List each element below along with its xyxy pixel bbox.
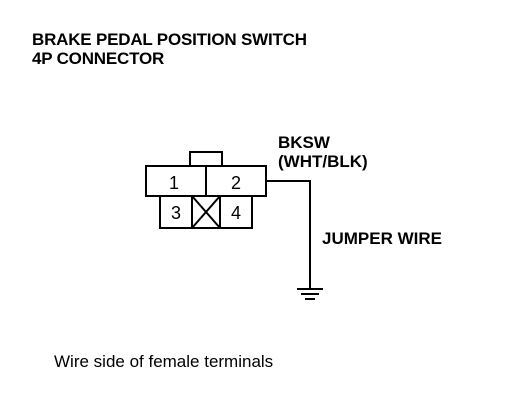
pin-2-label: 2	[231, 173, 241, 193]
title-line-1: BRAKE PEDAL POSITION SWITCH	[32, 30, 307, 49]
wire-color-label: (WHT/BLK)	[278, 152, 368, 171]
connector-latch	[189, 151, 223, 167]
diagram-caption: Wire side of female terminals	[54, 352, 274, 371]
empty-cavity-cross-b	[191, 195, 221, 229]
title-line-2: 4P CONNECTOR	[32, 49, 165, 68]
pin-1-label: 1	[169, 173, 179, 193]
signal-name-label: BKSW	[278, 133, 331, 152]
jumper-wire	[266, 180, 311, 289]
pin-4-label: 4	[231, 203, 241, 223]
diagram-title: BRAKE PEDAL POSITION SWITCH 4P CONNECTOR	[32, 30, 307, 68]
jumper-wire-label: JUMPER WIRE	[322, 229, 442, 248]
pin-3-label: 3	[171, 203, 181, 223]
